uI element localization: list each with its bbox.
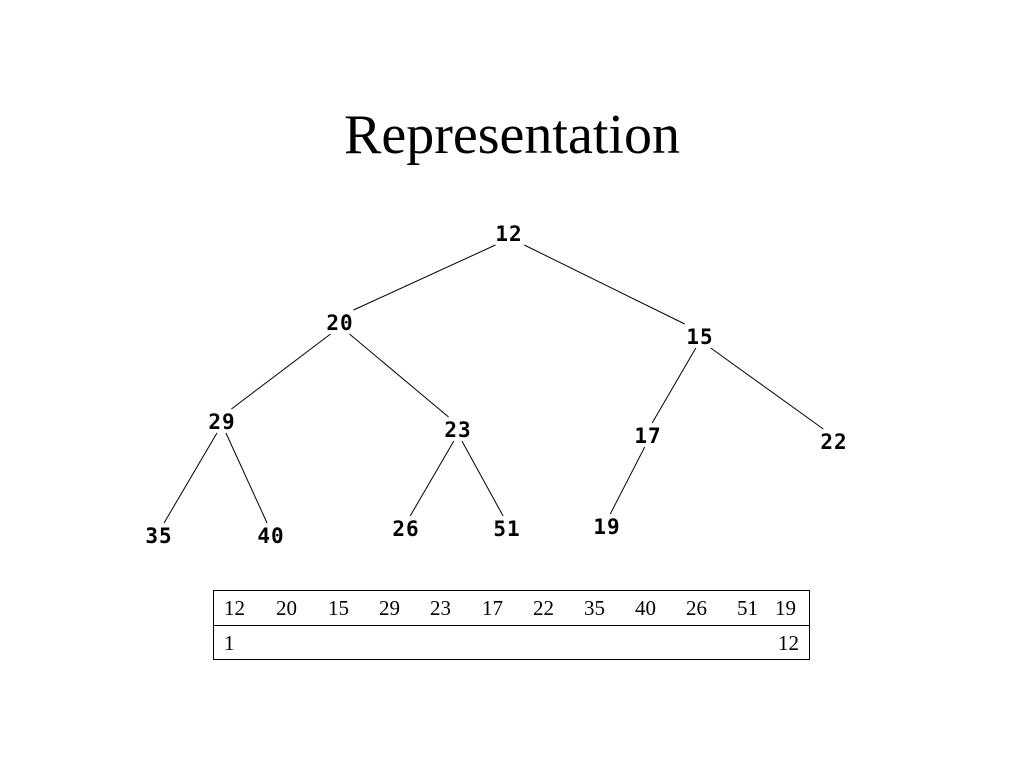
slide-title: Representation (344, 104, 680, 166)
tree-edge-23-26 (409, 440, 455, 517)
tree-edge-29-35 (163, 432, 218, 524)
tree-edge-20-29 (231, 333, 331, 410)
tree-edges (163, 244, 824, 524)
first-index-label: 1 (224, 631, 235, 655)
array-cell: 19 (775, 596, 796, 620)
array-cell: 22 (533, 596, 554, 620)
array-cell: 29 (379, 596, 400, 620)
tree-edge-12-20 (353, 244, 496, 311)
tree-node-17: 17 (634, 424, 661, 448)
tree-edge-17-19 (609, 446, 646, 515)
array-values-row: 12 20 15 29 23 17 22 35 40 26 51 19 (214, 591, 809, 626)
tree-node-35: 35 (145, 524, 172, 548)
tree-edge-29-40 (225, 432, 268, 524)
tree-node-12: 12 (495, 222, 522, 246)
array-cell: 23 (430, 596, 451, 620)
tree-nodes: 12 20 15 29 23 17 22 35 40 26 51 19 (145, 222, 847, 548)
tree-node-19: 19 (593, 515, 620, 539)
tree-node-29: 29 (208, 410, 235, 434)
array-cell: 35 (584, 596, 605, 620)
tree-node-26: 26 (392, 517, 419, 541)
tree-edge-20-23 (349, 333, 449, 418)
array-cell: 12 (224, 596, 245, 620)
array-cell: 26 (686, 596, 707, 620)
tree-edge-23-51 (461, 440, 504, 517)
array-cell: 51 (737, 596, 758, 620)
array-cell: 40 (635, 596, 656, 620)
tree-node-15: 15 (686, 325, 713, 349)
tree-edge-12-15 (524, 244, 685, 325)
tree-node-23: 23 (444, 418, 471, 442)
array-cell: 15 (328, 596, 349, 620)
last-index-label: 12 (778, 631, 799, 655)
array-representation-table: 12 20 15 29 23 17 22 35 40 26 51 19 1 12 (213, 590, 810, 660)
array-index-row: 1 12 (214, 626, 809, 660)
array-cell: 17 (482, 596, 503, 620)
tree-node-20: 20 (326, 311, 353, 335)
tree-edge-15-22 (710, 347, 824, 430)
tree-node-22: 22 (820, 430, 847, 454)
tree-edge-15-17 (651, 347, 697, 424)
tree-node-51: 51 (493, 517, 520, 541)
array-cell: 20 (276, 596, 297, 620)
tree-node-40: 40 (257, 524, 284, 548)
